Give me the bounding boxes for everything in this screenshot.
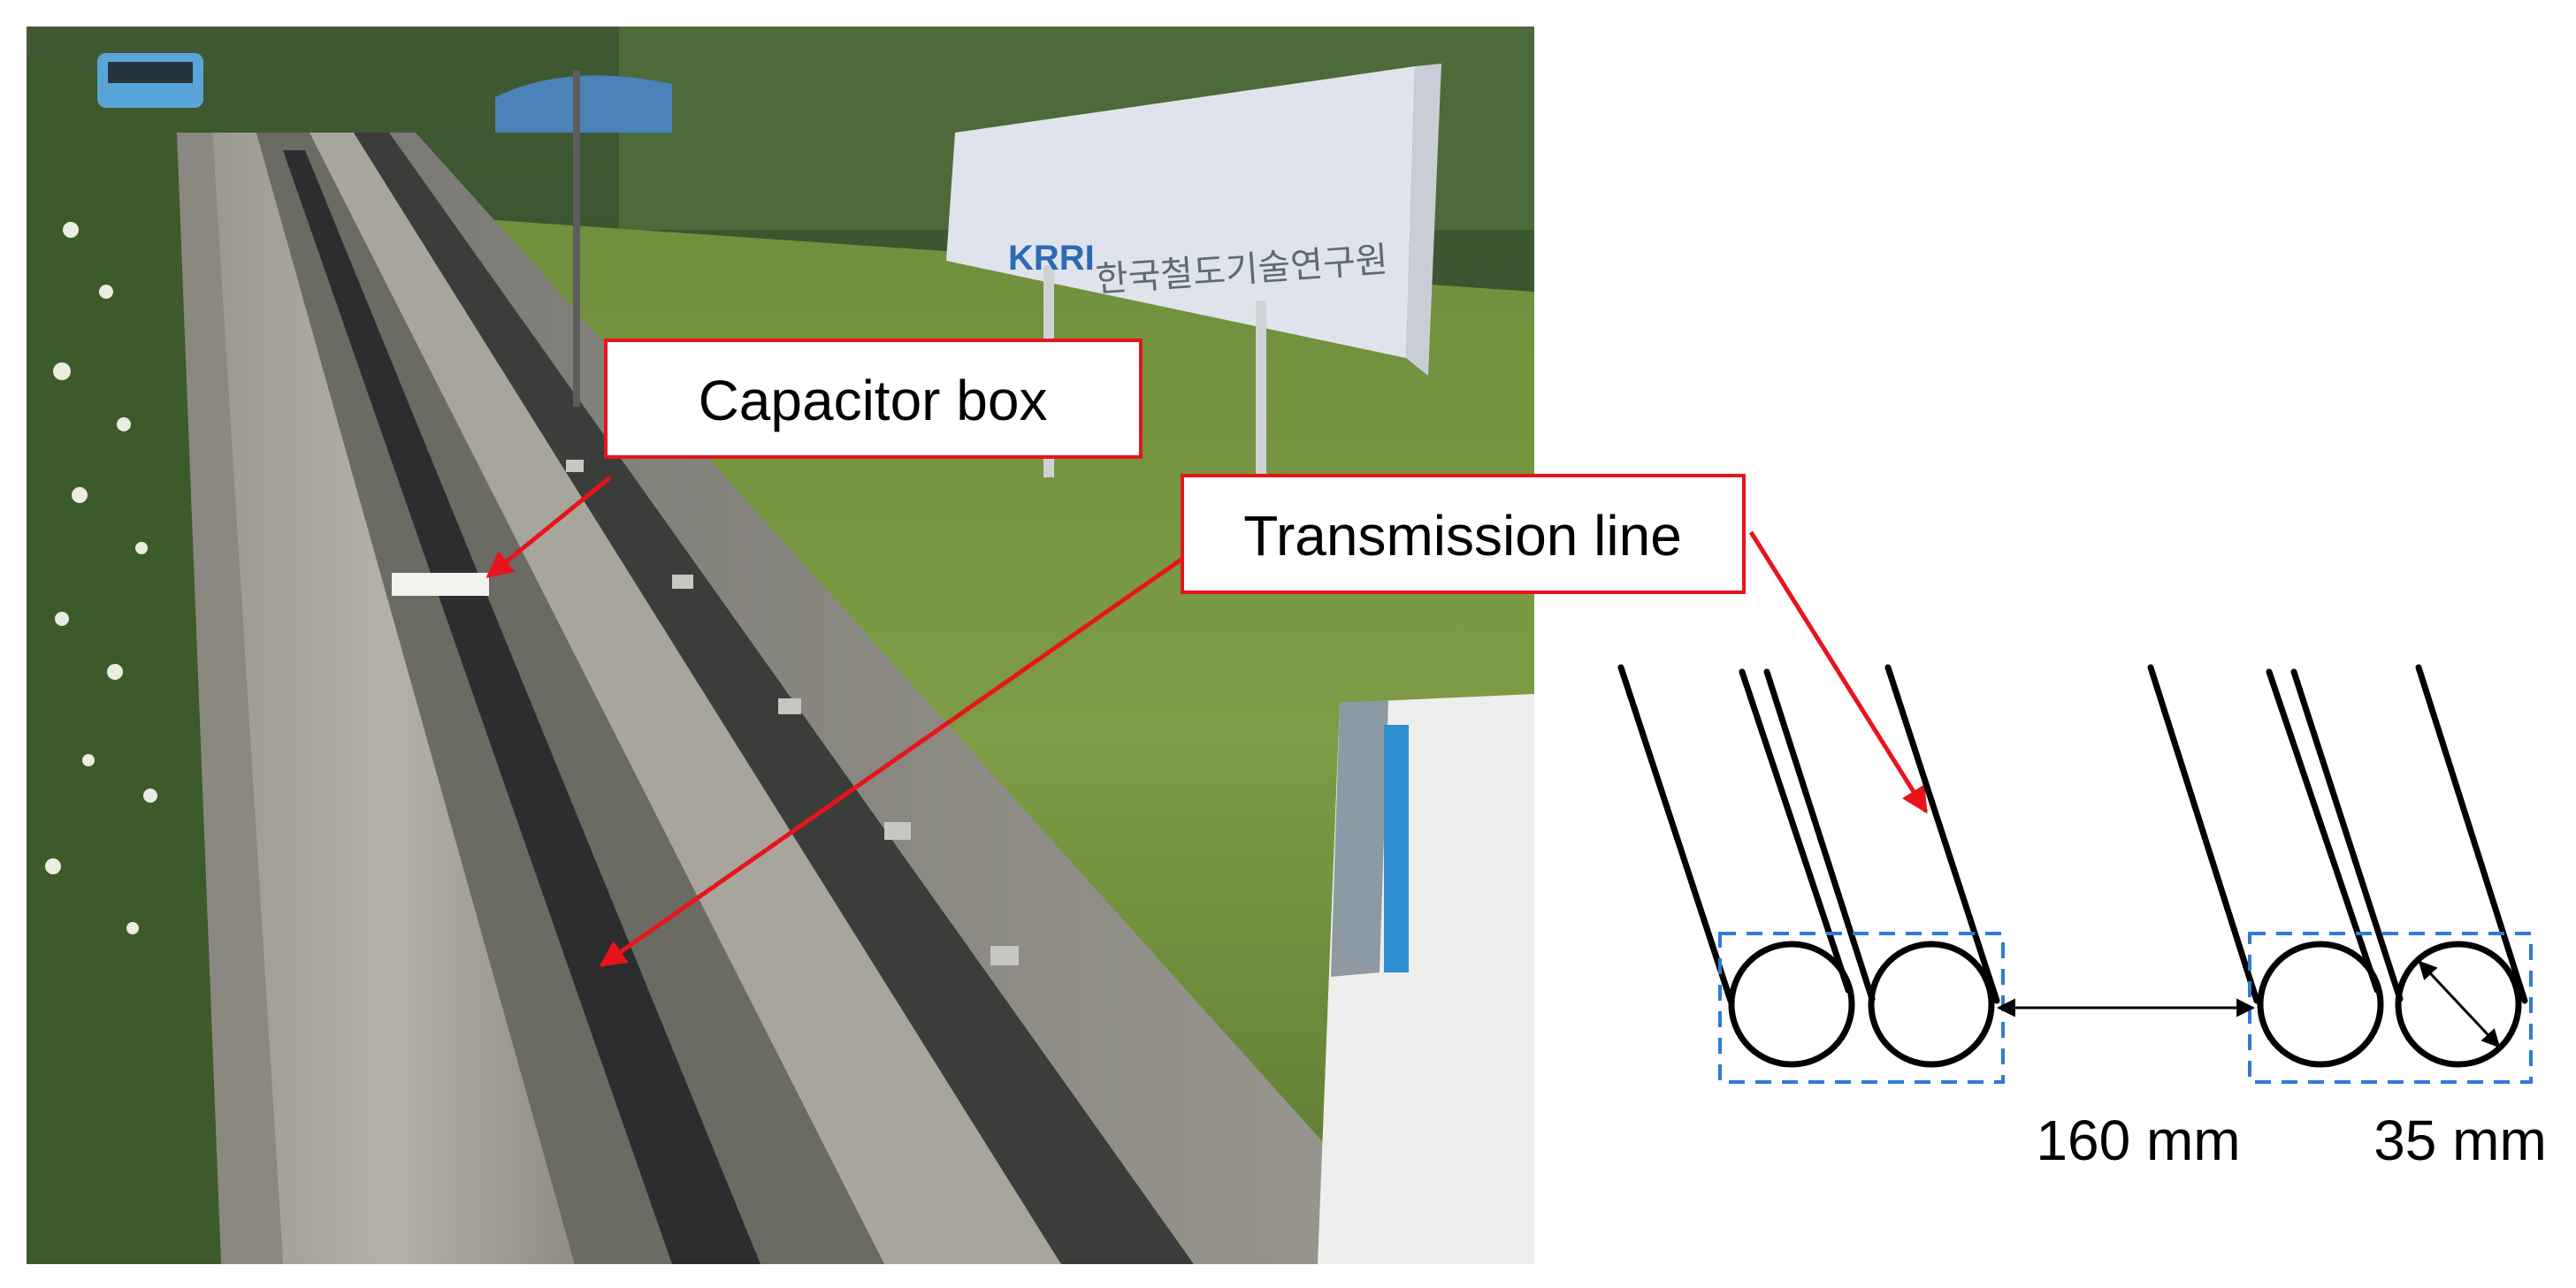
cable-lead bbox=[1763, 668, 1876, 1002]
label-transmission-line-text: Transmission line bbox=[1243, 504, 1682, 568]
transmission-line-rail bbox=[283, 150, 761, 1264]
spacing-label: 160 mm bbox=[2036, 1109, 2240, 1172]
conductor-circle bbox=[1868, 941, 1995, 1068]
right-walkway bbox=[310, 133, 1061, 1264]
dimension-arrows bbox=[1996, 960, 2501, 1048]
diameter-label: 35 mm bbox=[2373, 1109, 2547, 1172]
cabinet-tape bbox=[1384, 725, 1409, 972]
billboard bbox=[946, 66, 1415, 358]
white-flowers bbox=[45, 222, 157, 934]
cable-pair-right bbox=[2147, 664, 2528, 1068]
train-window bbox=[108, 62, 193, 83]
cable-lead bbox=[1739, 668, 1852, 994]
billboard-post bbox=[1256, 301, 1266, 513]
cable-lead bbox=[2415, 664, 2528, 1004]
left-walkway bbox=[212, 133, 575, 1264]
cable-lead bbox=[2147, 664, 2260, 1004]
capacitor-box bbox=[392, 573, 489, 596]
cable-lead bbox=[2290, 668, 2404, 1002]
arrow-capacitor-box bbox=[485, 476, 612, 578]
label-box bbox=[1181, 474, 1746, 594]
conductor-circle bbox=[2395, 941, 2522, 1068]
arrow-transmission-line-photo bbox=[599, 554, 1187, 968]
callout-arrows bbox=[485, 476, 1929, 968]
cable-lead bbox=[1617, 664, 1734, 1004]
greenhouse bbox=[495, 75, 672, 133]
arrow-transmission-line-diagram bbox=[1748, 530, 1929, 814]
rail-clamps bbox=[566, 460, 1019, 965]
cable-lead bbox=[2266, 668, 2381, 994]
side-trough bbox=[354, 133, 1194, 1264]
conductor-circle bbox=[1728, 941, 1855, 1068]
utility-pole bbox=[573, 71, 580, 407]
track-photo: KRRI 한국철도기술연구원 bbox=[27, 27, 1534, 1264]
label-box bbox=[604, 339, 1143, 459]
cabinet-vent bbox=[1331, 700, 1388, 977]
cable-lead bbox=[1884, 664, 2000, 1004]
cable-diagram bbox=[1617, 664, 2528, 1068]
billboard-logo: KRRI bbox=[1008, 239, 1095, 278]
left-parapet bbox=[177, 133, 283, 1264]
diameter-arrow bbox=[2418, 960, 2501, 1048]
label-transmission-line: Transmission line bbox=[1181, 474, 1746, 594]
conductor-circle bbox=[2257, 941, 2384, 1068]
billboard-edge bbox=[1406, 64, 1441, 376]
label-capacitor-box-text: Capacitor box bbox=[699, 369, 1048, 432]
cable-pair-left bbox=[1617, 664, 2000, 1068]
label-capacitor-box: Capacitor box bbox=[604, 339, 1143, 459]
